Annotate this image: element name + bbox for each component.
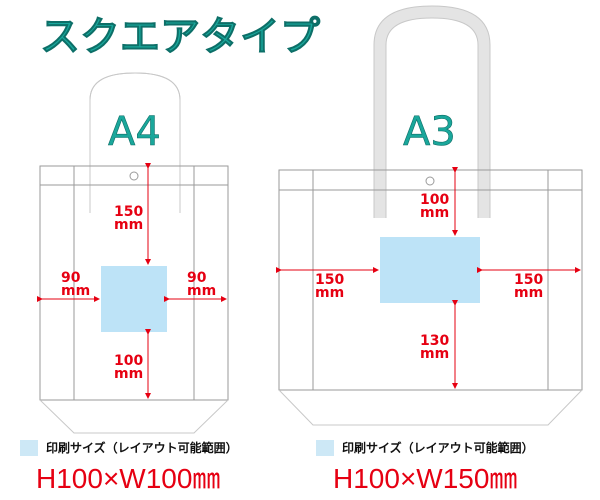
svg-text:mm: mm: [61, 283, 90, 299]
print-area-swatch: [20, 439, 38, 456]
svg-text:mm: mm: [114, 217, 143, 233]
a4-size-label: A4: [108, 109, 161, 155]
print-area-swatch: [316, 439, 334, 456]
a3-right-margin: 150: [514, 272, 543, 288]
svg-text:mm: mm: [187, 283, 216, 299]
page-title: スクエアタイプ: [40, 14, 320, 60]
a3-hole: [425, 176, 435, 186]
a3-size-label: A3: [403, 109, 456, 155]
a4-bottom-margin: 100: [114, 353, 143, 369]
a4-bag: A4 150 mm 90 mm 90 mm 100 mm: [37, 72, 229, 434]
a4-print-area: [101, 266, 167, 332]
a4-legend: 印刷サイズ（レイアウト可能範囲）: [20, 439, 238, 456]
svg-text:mm: mm: [114, 366, 143, 382]
a3-print-area: [380, 237, 480, 303]
svg-text:mm: mm: [514, 285, 543, 301]
a3-top-margin: 100: [420, 192, 449, 208]
svg-text:mm: mm: [420, 205, 449, 221]
svg-text:mm: mm: [420, 346, 449, 362]
a4-hole: [129, 171, 139, 181]
a4-print-size: H100×W100㎜: [36, 463, 221, 494]
a3-handle: [374, 5, 490, 218]
a3-bag: A3 100 mm 150 mm 150 mm 130 mm: [276, 5, 583, 426]
a3-legend: 印刷サイズ（レイアウト可能範囲）: [316, 439, 534, 456]
a4-left-margin: 90: [61, 270, 81, 286]
a3-bottom-margin: 130: [420, 333, 449, 349]
a3-left-margin: 150: [315, 272, 344, 288]
a3-print-size: H100×W150㎜: [333, 463, 518, 494]
svg-text:mm: mm: [315, 285, 344, 301]
a4-right-margin: 90: [187, 270, 207, 286]
a4-top-margin: 150: [114, 204, 143, 220]
